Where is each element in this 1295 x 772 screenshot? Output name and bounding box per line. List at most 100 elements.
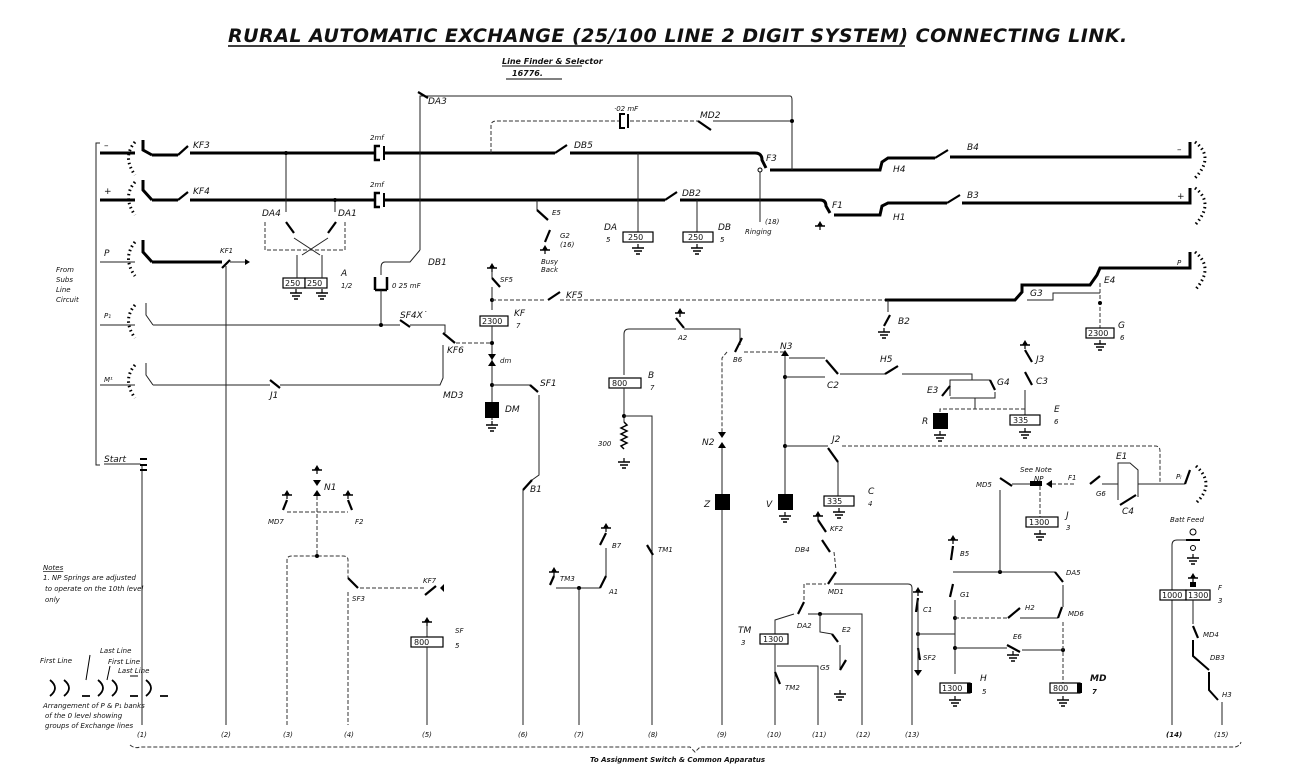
svg-text:B1: B1 — [530, 485, 542, 495]
svg-text:KF4: KF4 — [193, 187, 210, 197]
svg-text:N3: N3 — [780, 342, 793, 352]
svg-text:0 25 mF: 0 25 mF — [392, 282, 422, 290]
b1-lead: B1 — [522, 395, 542, 725]
svg-text:(15): (15) — [1214, 731, 1229, 739]
svg-text:SF: SF — [455, 627, 464, 635]
c1-sf2: C1 SF2 — [912, 586, 955, 676]
wiper-m — [127, 363, 154, 399]
svg-text:KF1: KF1 — [220, 247, 233, 255]
svg-text:J: J — [1064, 511, 1069, 521]
svg-text:5: 5 — [720, 236, 725, 244]
svg-text:1300: 1300 — [1029, 518, 1049, 527]
svg-text:G2: G2 — [560, 232, 570, 240]
svg-text:2mf: 2mf — [370, 134, 385, 142]
svg-text:B6: B6 — [733, 356, 743, 364]
svg-text:to operate on the 10th level: to operate on the 10th level — [45, 585, 143, 593]
b7-tm3-a1: B7 A1 TM3 — [548, 522, 622, 725]
svg-text:DA1: DA1 — [338, 209, 357, 219]
svg-text:MD2: MD2 — [700, 111, 721, 121]
svg-text:F2: F2 — [355, 518, 364, 526]
svg-text:SF3: SF3 — [352, 595, 365, 603]
svg-text:SF5: SF5 — [500, 276, 513, 284]
footer-bracket: To Assignment Switch & Common Apparatus — [129, 741, 1242, 764]
busy-back: E5 G2 (16) Busy Back — [536, 200, 575, 274]
svg-text:F1: F1 — [832, 201, 843, 211]
svg-text:800: 800 — [612, 379, 627, 388]
svg-text:(12): (12) — [856, 731, 871, 739]
svg-text:Last Line: Last Line — [118, 667, 149, 675]
svg-text:C: C — [868, 487, 875, 497]
svg-text:·02 mF: ·02 mF — [614, 105, 639, 113]
terminal-labels: (1) (2) (3) (4) (5) (6) (7) (8) (9) (10)… — [137, 731, 1229, 739]
svg-text:(8): (8) — [648, 731, 658, 739]
svg-text:TM3: TM3 — [560, 575, 575, 583]
np-chain: MD5 See Note NP F1 G6 E1 C4 Pₗ 1300 J 3 — [976, 452, 1208, 541]
svg-text:H4: H4 — [893, 165, 906, 175]
svg-text:M¹: M¹ — [104, 376, 113, 384]
svg-text:DA3: DA3 — [428, 97, 447, 107]
svg-text:2mf: 2mf — [370, 181, 385, 189]
svg-text:H1: H1 — [893, 213, 906, 223]
svg-text:N1: N1 — [324, 483, 336, 493]
svg-text:P: P — [1177, 259, 1182, 267]
svg-text:First Line: First Line — [40, 657, 72, 665]
svg-text:MD3: MD3 — [443, 391, 464, 401]
svg-text:B: B — [648, 371, 654, 381]
svg-text:G5: G5 — [820, 664, 830, 672]
svg-text:A: A — [340, 269, 347, 279]
svg-text:KF5: KF5 — [566, 291, 583, 301]
drawing-number: 16776. — [512, 69, 543, 78]
ringing-lead: (18) Ringing — [745, 167, 780, 236]
svg-text:E4: E4 — [1104, 276, 1116, 286]
svg-text:DB2: DB2 — [682, 189, 701, 199]
svg-text:250: 250 — [628, 233, 643, 242]
svg-text:F: F — [1218, 584, 1223, 592]
svg-text:Batt Feed: Batt Feed — [1170, 516, 1204, 524]
relay-b: A2 800 B 7 300 — [598, 307, 688, 725]
svg-text:DB3: DB3 — [1210, 654, 1225, 662]
svg-text:(4): (4) — [344, 731, 354, 739]
start-lead: Start — [104, 455, 147, 725]
svg-text:DA2: DA2 — [797, 622, 812, 630]
svg-text:800: 800 — [1053, 684, 1068, 693]
svg-text:(3): (3) — [283, 731, 293, 739]
svg-text:KF3: KF3 — [193, 141, 210, 151]
ground-icon — [814, 220, 826, 231]
p-line: KF1 — [100, 247, 250, 725]
svg-text:MD7: MD7 — [268, 518, 284, 526]
svg-text:E: E — [1054, 405, 1060, 415]
wiper-neg — [127, 140, 153, 176]
svg-text:(5): (5) — [422, 731, 432, 739]
svg-text:MD6: MD6 — [1068, 610, 1084, 618]
svg-text:1000: 1000 — [1162, 591, 1182, 600]
relay-da: 250 DA 5 — [604, 153, 654, 255]
svg-text:Last Line: Last Line — [100, 647, 131, 655]
svg-text:DB5: DB5 — [574, 141, 593, 151]
svg-text:Subs: Subs — [56, 276, 73, 284]
svg-text:DB4: DB4 — [795, 546, 810, 554]
svg-text:J1: J1 — [268, 391, 278, 401]
svg-text:E2: E2 — [842, 626, 851, 634]
notes-block: Notes 1. NP Springs are adjusted to oper… — [40, 564, 168, 730]
svg-text:250: 250 — [688, 233, 703, 242]
svg-text:G3: G3 — [1030, 289, 1043, 299]
c2-h5-chain: C2 H5 E3 G4 R — [783, 355, 1025, 442]
svg-text:2300: 2300 — [1088, 329, 1108, 338]
svg-text:DB: DB — [718, 223, 731, 233]
bank-arrangement: First Line Last Line First Line Last Lin… — [40, 647, 168, 697]
svg-text:E3: E3 — [927, 386, 939, 396]
svg-text:250: 250 — [285, 279, 300, 288]
svg-text:G4: G4 — [997, 378, 1010, 388]
svg-text:5: 5 — [982, 688, 987, 696]
svg-text:Arrangement of P & P₁ banks: Arrangement of P & P₁ banks — [42, 702, 145, 710]
tm1-contact: TM1 — [646, 544, 673, 556]
wiper-p1 — [127, 303, 154, 339]
db1-capacitor: DB1 0 25 mF — [373, 249, 447, 325]
svg-text:1/2: 1/2 — [341, 282, 353, 290]
svg-text:TM2: TM2 — [785, 684, 800, 692]
svg-text:6: 6 — [1054, 418, 1059, 426]
svg-text:(16): (16) — [560, 241, 575, 249]
relay-a-bridge: 250 250 DA4 DA1 A 1/2 — [262, 151, 357, 300]
svg-text:C3: C3 — [1036, 377, 1048, 387]
